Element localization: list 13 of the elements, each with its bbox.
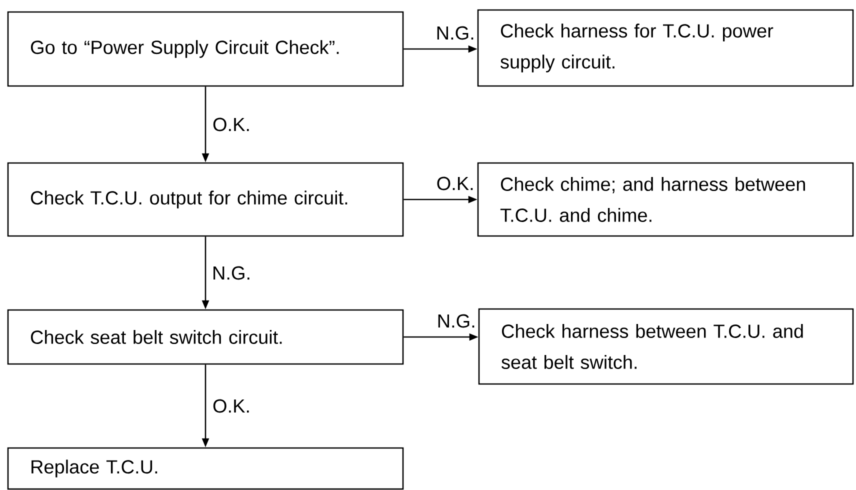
process-box: Check harness between T.C.U. and seat belt switch. — [478, 308, 854, 385]
edge-label: O.K. — [435, 176, 476, 192]
edge-label: N.G. — [210, 265, 252, 281]
edge-label: O.K. — [212, 398, 252, 414]
process-box: Check harness for T.C.U. power supply circuit. — [477, 9, 854, 87]
process-box: Check seat belt switch circuit. — [7, 309, 404, 365]
process-box: Replace T.C.U. — [7, 447, 404, 490]
edge-label: N.G. — [436, 313, 477, 329]
edge-label: O.K. — [212, 116, 252, 132]
process-box: Go to “Power Supply Circuit Check”. — [7, 11, 404, 87]
process-box: Check chime; and harness between T.C.U. and chime. — [477, 162, 854, 237]
edge-label: N.G. — [434, 25, 476, 41]
process-box: Check T.C.U. output for chime circuit. — [7, 162, 404, 237]
